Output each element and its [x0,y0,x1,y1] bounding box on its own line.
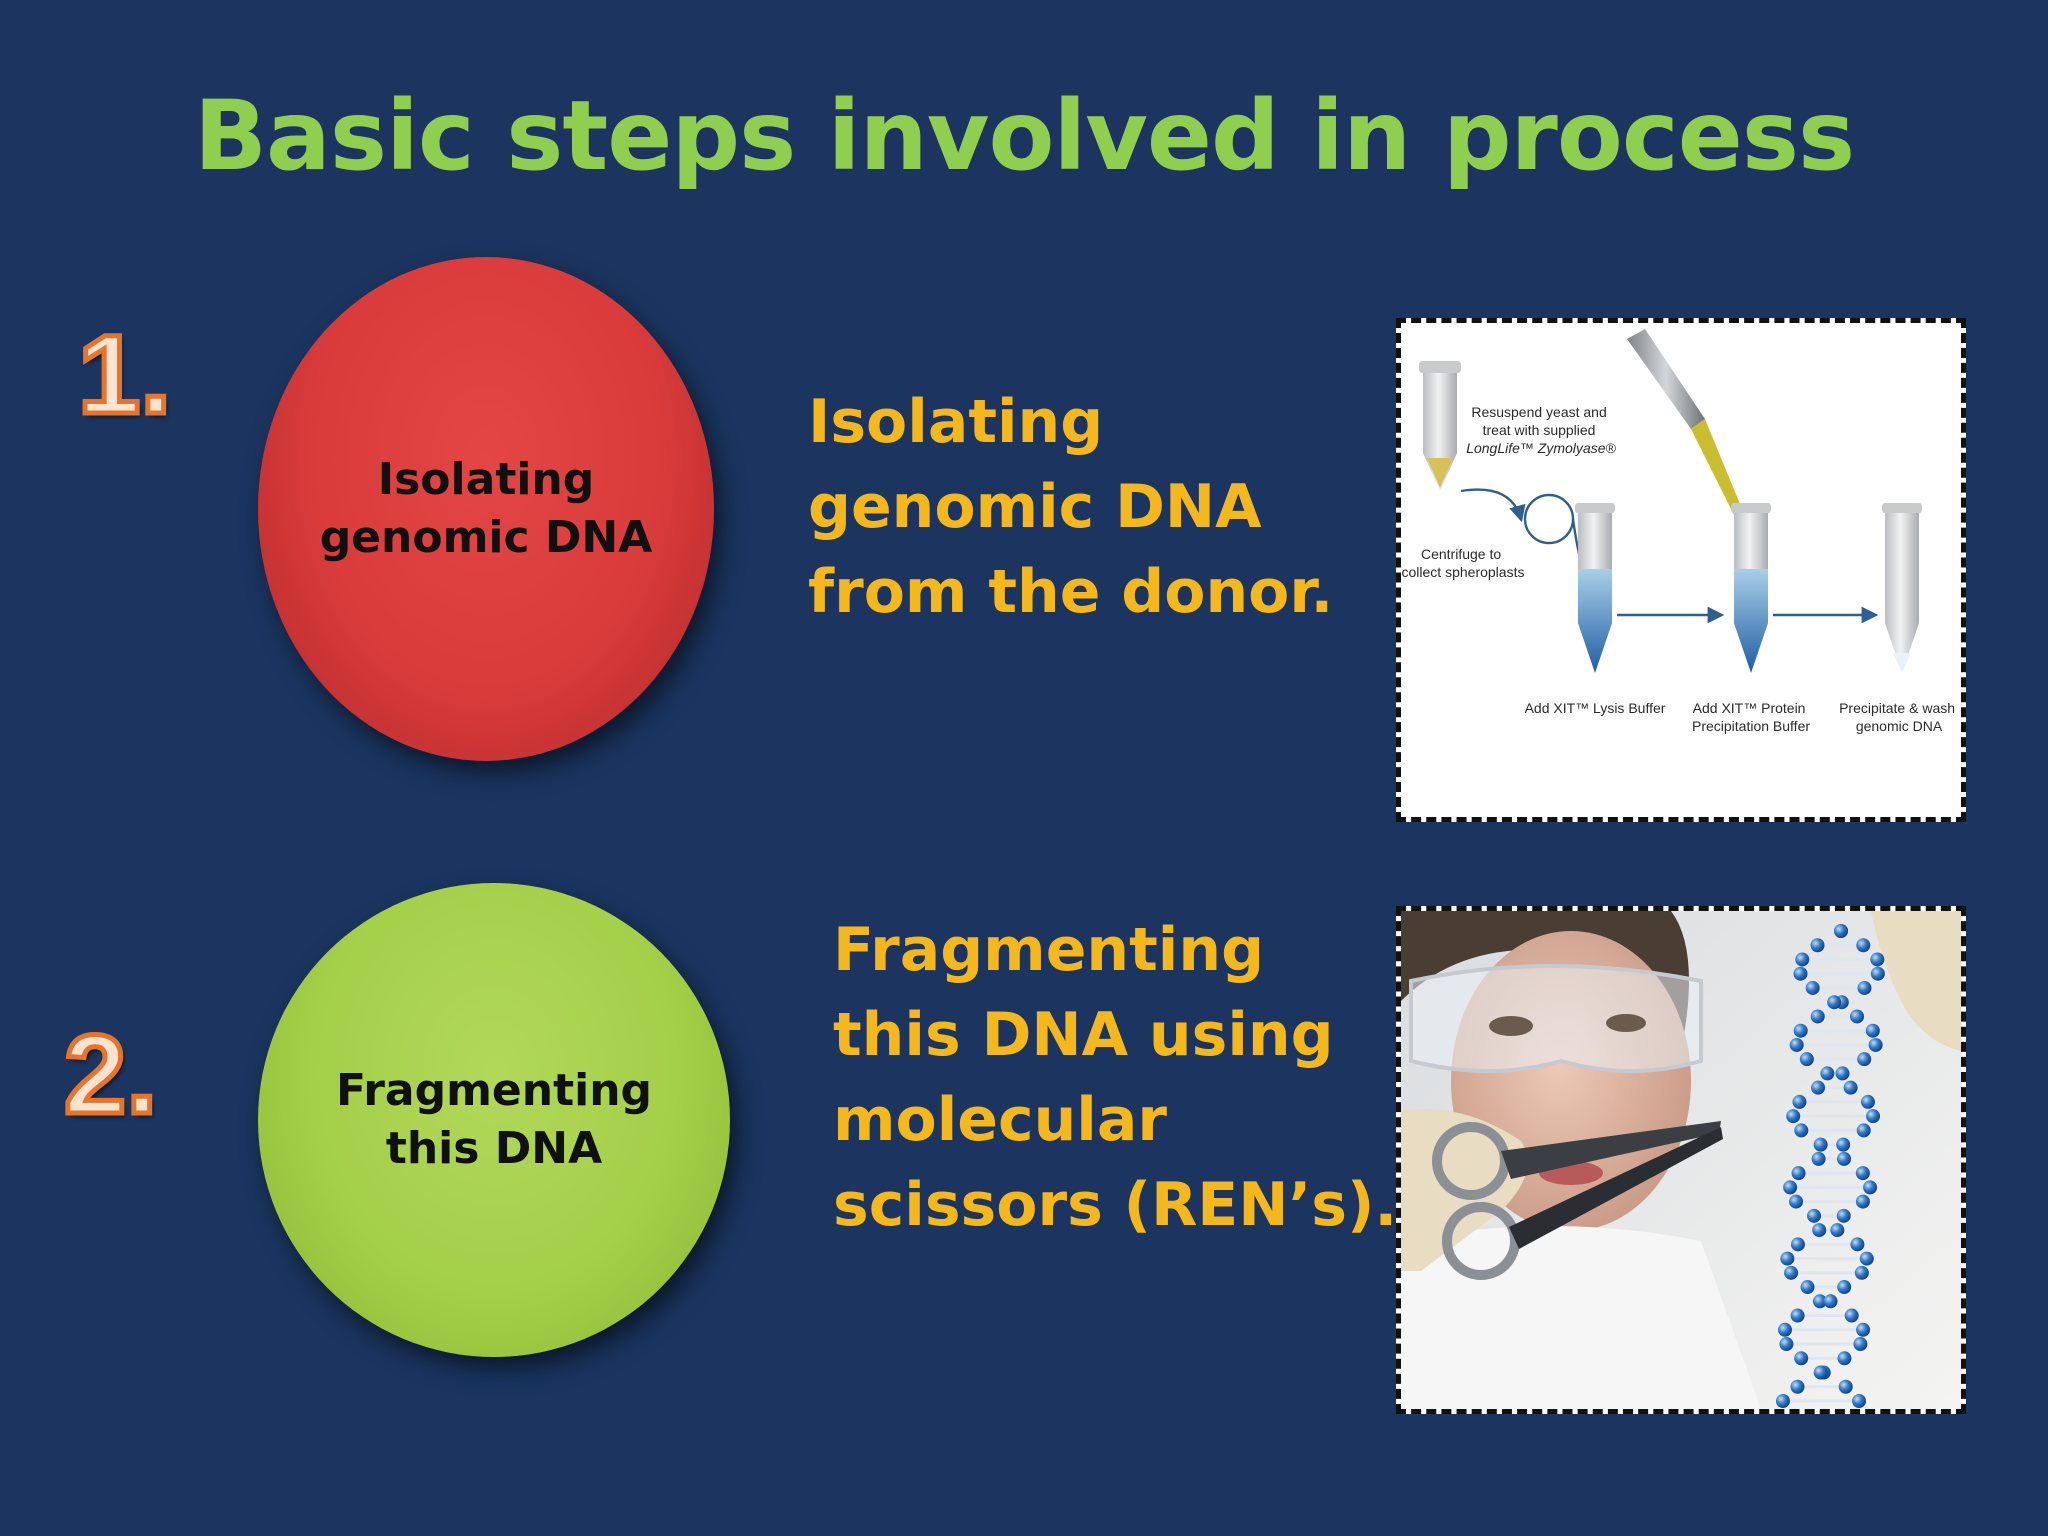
dna-bead [1866,1109,1881,1124]
tube-precipitate [1882,503,1922,673]
dna-bead [1843,1080,1858,1095]
dna-bead [1811,1080,1826,1095]
dna-bead [1790,1237,1805,1252]
dna-bead [1854,1265,1869,1280]
dna-bead [1775,1394,1790,1408]
dna-bead [1786,1109,1801,1124]
dna-bead [1838,1379,1853,1394]
dna-bead [1837,1351,1852,1366]
step-circle-1: Isolating genomic DNA [258,257,714,761]
label-precipitate: Precipitate & wash genomic DNA [1839,700,1959,734]
dna-bead [1820,1066,1835,1081]
dna-bead [1837,1151,1852,1166]
label-lysis: Add XIT™ Lysis Buffer [1525,700,1666,716]
dna-bead [1794,1123,1809,1138]
dna-bead [1853,1337,1868,1352]
dna-bead [1792,1094,1807,1109]
dna-bead [1852,1394,1867,1408]
dna-bead [1870,966,1885,981]
step-circle-2-line-1: Fragmenting [335,1065,653,1116]
dna-bead [1837,1280,1852,1295]
tube-lysis [1575,503,1615,673]
dna-bead [1856,1123,1871,1138]
dna-bead [1835,1066,1850,1081]
tube-protein [1731,503,1771,673]
dna-bead [1813,1137,1828,1152]
dna-bead [1790,1379,1805,1394]
dna-bead [1783,1180,1798,1195]
dna-bead [1836,1137,1851,1152]
label-resuspend: Resuspend yeast and treat with supplied … [1466,404,1616,456]
dna-bead [1860,1094,1875,1109]
dna-bead [1855,1166,1870,1181]
dna-bead [1789,1037,1804,1052]
dna-bead [1827,995,1842,1010]
dna-bead [1780,1251,1795,1266]
dna-bead [1844,1308,1859,1323]
step-number-2: 2. [61,1010,159,1140]
dna-bead [1856,1322,1871,1337]
dna-bead [1791,1166,1806,1181]
dna-bead [1813,1365,1828,1380]
dna-bead [1857,980,1872,995]
dna-bead [1789,1194,1804,1209]
slide-title: Basic steps involved in process [193,80,1855,192]
photo-svg [1401,911,1961,1409]
dna-bead [1793,1023,1808,1038]
dna-bead [1799,1052,1814,1067]
step-number-1: 1. [75,310,173,440]
label-centrifuge: Centrifuge to collect spheroplasts [1402,546,1525,580]
protocol-diagram-svg: Resuspend yeast and treat with supplied … [1402,329,1959,734]
dna-bead [1850,1237,1865,1252]
step-circle-1-line-1: Isolating [377,454,595,505]
dna-bead [1836,1208,1851,1223]
dna-bead [1812,1294,1827,1309]
dna-isolation-protocol-diagram: Resuspend yeast and treat with supplied … [1396,318,1966,822]
dna-helix [1775,924,1885,1408]
dna-bead [1870,952,1885,967]
step-circle-2-line-2: this DNA [385,1123,603,1174]
step-description-1: Isolating genomic DNA from the donor. [808,387,1334,627]
tube-yeast [1419,361,1461,491]
dna-bead [1810,938,1825,953]
step-circle-2: Fragmenting this DNA [258,883,730,1357]
dna-bead [1834,924,1848,938]
scientist-cutting-dna-photo [1396,906,1966,1414]
dna-bead [1865,1023,1880,1038]
dna-bead [1857,1052,1872,1067]
step-description-2: Fragmenting this DNA using molecular sci… [833,915,1398,1240]
dna-bead [1823,1294,1838,1309]
gloved-hand-right [1871,911,1961,1051]
dna-bead [1811,1151,1826,1166]
step-circle-1-line-2: genomic DNA [319,512,653,563]
dna-bead [1795,952,1810,967]
dna-bead [1793,966,1808,981]
dna-bead [1807,1208,1822,1223]
dna-bead [1794,1351,1809,1366]
dna-bead [1830,1223,1845,1238]
dna-bead [1810,1009,1825,1024]
dna-bead [1784,1265,1799,1280]
dna-bead [1790,1308,1805,1323]
dna-bead [1812,1223,1827,1238]
dna-bead [1859,1251,1874,1266]
pipette [1627,329,1747,538]
scissors-icon [1432,1121,1723,1280]
safety-goggles [1409,964,1703,1073]
dna-bead [1777,1322,1792,1337]
dna-bead [1856,938,1871,953]
dna-bead [1863,1180,1878,1195]
label-protein: Add XIT™ Protein Precipitation Buffer [1692,700,1810,734]
dna-bead [1800,1280,1815,1295]
dna-bead [1855,1194,1870,1209]
dna-bead [1868,1037,1883,1052]
dna-bead [1805,980,1820,995]
dna-bead [1850,1009,1865,1024]
dna-bead [1779,1337,1794,1352]
